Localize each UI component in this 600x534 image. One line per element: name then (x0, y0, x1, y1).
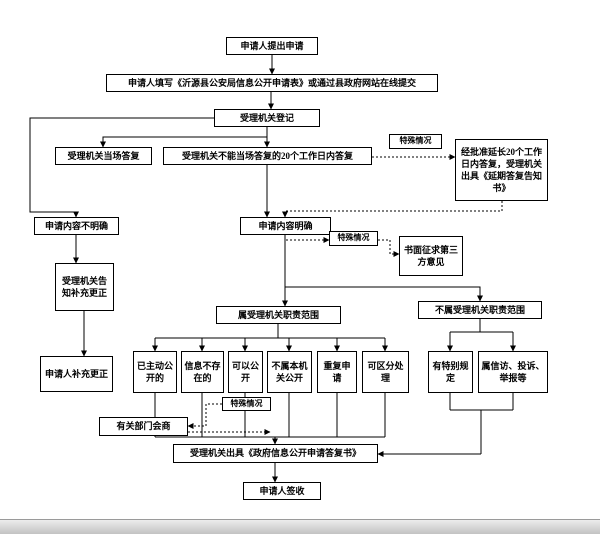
node-consult-third-party: 书面征求第三方意见 (399, 236, 463, 276)
node-dept-consultation: 有关部门会商 (99, 417, 188, 436)
node-special-case-1: 特殊情况 (389, 134, 442, 149)
node-fill-application-form: 申请人填写《沂源县公安局信息公开申请表》或通过县政府网站在线提交 (106, 74, 438, 92)
node-special-case-3: 特殊情况 (222, 397, 271, 411)
node-notify-supplement: 受理机关告知补充更正 (55, 263, 114, 311)
node-special-provisions: 有特别规定 (428, 351, 473, 393)
node-extension-20-days: 经批准延长20个工作日内答复，受理机关出具《延期答复告知书》 (455, 139, 548, 201)
node-applicant-submit: 申请人提出申请 (226, 37, 318, 55)
node-content-clear: 申请内容明确 (240, 217, 331, 235)
node-repeat-application: 重复申请 (317, 351, 357, 393)
node-special-case-2: 特殊情况 (329, 231, 378, 246)
node-outside-scope: 不属受理机关职责范围 (418, 301, 542, 319)
horizontal-scrollbar[interactable] (0, 519, 600, 534)
node-applicant-sign: 申请人签收 (243, 482, 321, 500)
node-already-published: 已主动公开的 (133, 351, 177, 393)
node-info-not-exist: 信息不存在的 (181, 351, 224, 393)
node-authority-register: 受理机关登记 (214, 109, 320, 127)
node-separable-handling: 可区分处理 (362, 351, 409, 393)
node-reply-within-20-days: 受理机关不能当场答复的20个工作日内答复 (163, 147, 372, 165)
node-issue-reply-document: 受理机关出具《政府信息公开申请答复书》 (173, 444, 378, 463)
node-petition-complaint: 属信访、投诉、举报等 (478, 351, 548, 393)
node-can-publish: 可以公开 (228, 351, 263, 393)
node-within-scope: 属受理机关职责范围 (216, 306, 341, 324)
node-applicant-supplement: 申请人补充更正 (40, 356, 113, 392)
node-content-unclear: 申请内容不明确 (34, 217, 119, 235)
node-not-this-authority: 不属本机关公开 (267, 351, 312, 393)
node-onspot-reply: 受理机关当场答复 (55, 147, 152, 165)
